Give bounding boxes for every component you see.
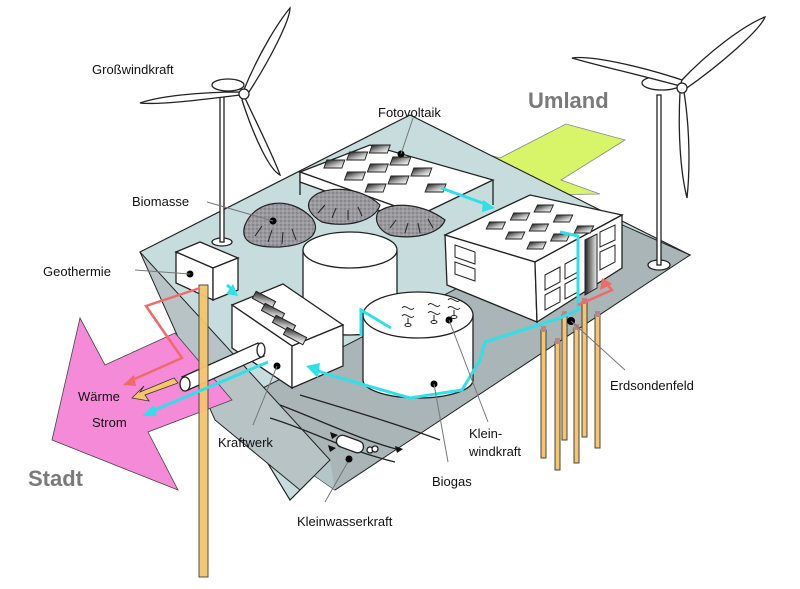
leader-lines (134, 117, 626, 503)
label-biomasse: Biomasse (132, 194, 189, 209)
right-wind-turbine (571, 15, 767, 271)
label-kraftwerk: Kraftwerk (218, 435, 273, 450)
label-strom: Strom (92, 415, 127, 430)
label-biogas: Biogas (432, 474, 472, 489)
kleinwasserkraft-turbine (335, 434, 379, 454)
label-erdsondenfeld: Erdsondenfeld (610, 378, 694, 393)
grosswindkraft-turbine (139, 6, 291, 247)
label-fotovoltaik: Fotovoltaik (378, 105, 441, 120)
label-waerme: Wärme (78, 389, 120, 404)
label-grosswindkraft: Großwindkraft (92, 62, 174, 77)
label-umland: Umland (528, 88, 609, 113)
label-geothermie: Geothermie (43, 264, 111, 279)
biomasse-piles (243, 188, 446, 248)
stadt-arrow (51, 316, 233, 491)
label-kleinwasserkraft: Kleinwasserkraft (297, 514, 393, 529)
kraftwerk-building (230, 283, 345, 390)
kleinwindkraft-rotors (401, 298, 461, 327)
label-stadt: Stadt (28, 466, 84, 491)
label-kleinwindkraft-line1: Klein- (469, 426, 502, 441)
waerme-arrow (131, 377, 179, 402)
river-flow (269, 394, 441, 463)
electricity-flows (142, 186, 580, 416)
heat-flows (123, 278, 615, 386)
biogas-tank (362, 291, 474, 399)
geothermie-probe (198, 284, 209, 578)
label-kleinwindkraft-line2: windkraft (468, 444, 521, 459)
